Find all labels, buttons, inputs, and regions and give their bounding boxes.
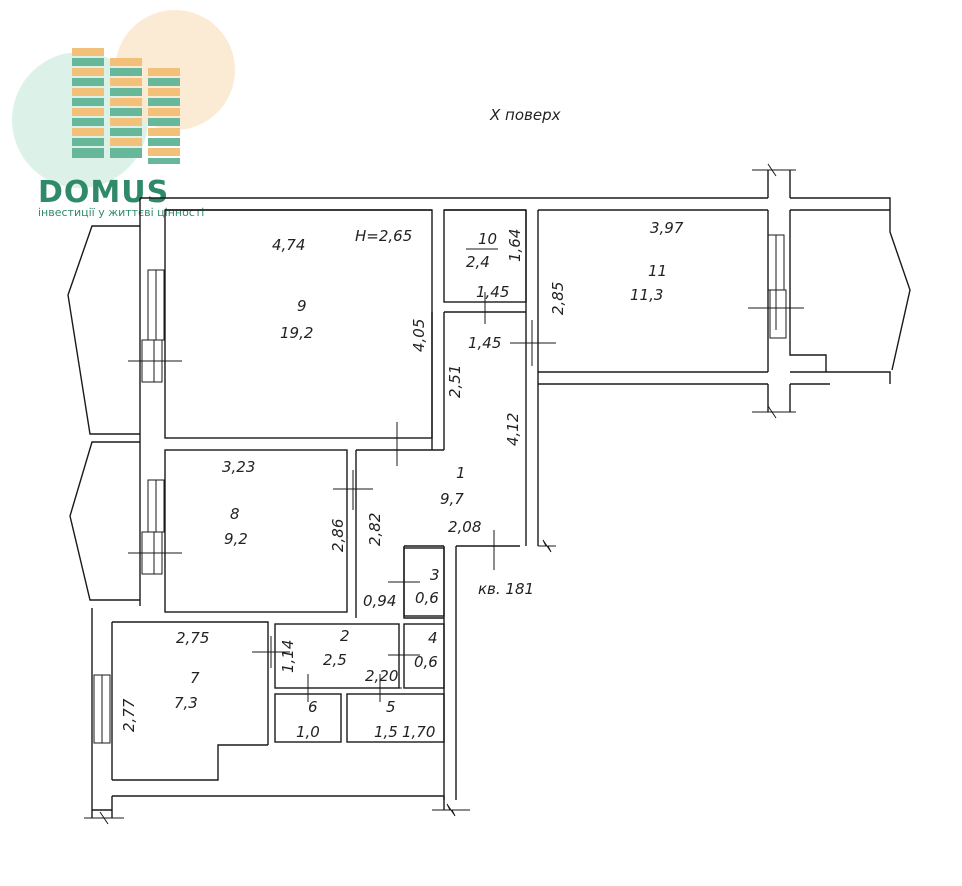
room-2-number: 2 [340, 627, 350, 645]
room7-left-wall [91, 608, 113, 818]
logo-buildings-icon [72, 48, 180, 164]
door-room5-mark [360, 674, 402, 702]
bottom-inner-wall [112, 744, 268, 781]
dim-corridor-b: 2,51 [446, 365, 464, 398]
room-11-number: 11 [648, 262, 667, 280]
window-room7 [93, 674, 111, 744]
interior-walls [112, 209, 527, 800]
dim-room3-width: 0,94 [363, 592, 396, 610]
room-5-number: 5 [386, 698, 396, 716]
dim-room11-height: 2,85 [549, 282, 567, 315]
dim-corridor-c: 4,12 [504, 413, 522, 446]
room-4-number: 4 [428, 629, 438, 647]
dim-room5-height: 1,70 [402, 723, 435, 741]
break-mark-bottom-left [84, 811, 124, 825]
room-8-area: 9,2 [224, 530, 248, 548]
window-room11 [767, 234, 785, 291]
room-7-number: 7 [190, 669, 200, 687]
floor-title: X поверх [489, 106, 561, 124]
break-mark-top [752, 163, 796, 177]
balcony-left-upper [67, 225, 140, 435]
windows [93, 234, 787, 744]
room-7-area: 7,3 [174, 694, 198, 712]
door-room11-mark [510, 320, 556, 366]
break-mark-corridor [538, 539, 556, 553]
dim-room9-height: 4,05 [410, 319, 428, 352]
door-room8-mark [333, 470, 373, 510]
door-room3-mark [388, 566, 420, 598]
room-6-number: 6 [308, 698, 318, 716]
balcony-left-lower [69, 441, 140, 601]
room-1-number: 1 [456, 464, 466, 482]
window-room8 [147, 479, 165, 533]
bottom-outer-wall [92, 795, 445, 818]
right-room-wall [789, 210, 827, 372]
right-balcony [889, 210, 911, 371]
room-10-area: 2,4 [466, 253, 490, 271]
door-room11-balcony-mark [748, 290, 804, 330]
dim-room7-height: 2,77 [120, 698, 138, 732]
door-room7-mark [252, 636, 290, 668]
door-entrance-mark [470, 530, 518, 570]
door-marks [128, 290, 804, 702]
break-mark-mid [752, 405, 796, 419]
door-room9-mark [372, 422, 424, 466]
room-labels: 4,74 Н=2,65 9 19,2 4,05 10 2,4 1,64 1,45… [120, 219, 684, 741]
dim-room7-width: 2,75 [176, 629, 209, 647]
room-9-number: 9 [297, 297, 307, 315]
room-1-area: 9,7 [440, 490, 464, 508]
door-balcony-upper-mark [128, 340, 182, 382]
room-8-outline [164, 449, 348, 613]
window-right-wing [769, 289, 787, 339]
room-5-area: 1,5 [374, 723, 398, 741]
dim-corridor-a: 1,45 [468, 334, 501, 352]
room-3-area: 0,6 [415, 589, 439, 607]
room11-bottom-wall [538, 371, 891, 385]
dim-room10-width: 1,45 [476, 283, 509, 301]
door-balcony-lower-mark [128, 532, 182, 574]
room-7-outline [112, 621, 269, 745]
right-wing-column [767, 170, 791, 412]
break-mark-bottom-right [432, 803, 470, 817]
apartment-label: кв. 181 [478, 580, 534, 598]
room-5-outline [346, 693, 445, 743]
room-2-area: 2,5 [323, 651, 347, 669]
dim-corridor-d: 2,08 [448, 518, 481, 536]
room-6-area: 1,0 [296, 723, 320, 741]
dim-corridor-e: 2,82 [366, 513, 384, 546]
corridor-right-wall [525, 210, 539, 546]
door-room4-mark [388, 640, 420, 670]
dim-room8-height: 2,86 [329, 519, 347, 552]
window-room9 [147, 269, 165, 341]
logo-tagline: інвестиції у життєві цінності [38, 206, 204, 219]
dim-room8-width: 3,23 [222, 458, 255, 476]
dim-room2-height: 1,14 [279, 640, 297, 673]
room-11-area: 11,3 [630, 286, 663, 304]
domus-logo: DOMUS інвестиції у життєві цінності [12, 10, 235, 219]
room-3-number: 3 [430, 566, 440, 584]
room-4-area: 0,6 [414, 653, 438, 671]
dim-room9-width: 4,74 [272, 236, 305, 254]
logo-name: DOMUS [38, 175, 169, 210]
top-outer-wall [140, 197, 891, 210]
dim-room5-width: 2,20 [365, 667, 398, 685]
dim-room10-height: 1,64 [506, 229, 524, 262]
room-8-number: 8 [230, 505, 240, 523]
height-label: Н=2,65 [355, 227, 412, 245]
room-10-number: 10 [478, 230, 497, 248]
door-room6-mark [288, 674, 330, 702]
room-2-outline [274, 623, 400, 689]
room-9-area: 19,2 [280, 324, 313, 342]
dim-room11-width: 3,97 [650, 219, 684, 237]
